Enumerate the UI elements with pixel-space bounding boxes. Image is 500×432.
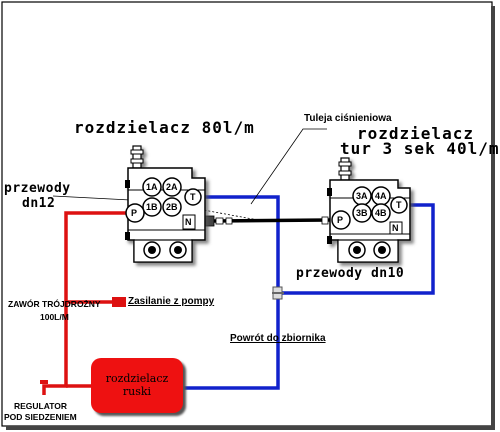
pointer-lines [52,128,327,221]
pressure-line [42,211,128,395]
tuleja-label: Tuleja ciśnieniowa [304,113,392,124]
rozdzielacz-ruski-line1: rozdzielacz [105,372,169,385]
rozdzielacz-ruski-box [91,358,183,413]
port-3a-label: 3A [356,191,368,201]
zasilanie-label: Zasilanie z pompy [128,296,215,307]
port-p-left-label: P [131,208,138,218]
port-4a-label: 4A [375,191,387,201]
port-4b-label: 4B [375,208,387,218]
tee-junction [272,286,284,300]
port-n-right-label: N [392,223,399,233]
three-way-valve [40,380,48,384]
pressure-sleeve-hose [201,215,331,227]
pump-supply-marker [112,297,126,307]
port-p-right-label: P [337,215,344,225]
zawor-label-line1: ZAWÓR TRÓJDROŻNY [8,299,101,309]
regulator-label-line1: REGULATOR [14,401,68,411]
port-t-left-label: T [190,192,196,202]
port-1a-label: 1A [146,182,158,192]
przewody-dn12-label-line2: dn12 [22,196,56,211]
port-3b-label: 3B [356,208,368,218]
port-n-left-label: N [185,217,192,227]
right-valve [327,157,411,263]
przewody-dn12-label-line1: przewody [4,181,71,196]
right-valve-title-line2: tur 3 sek 40l/m [340,139,500,158]
left-valve-title: rozdzielacz 80l/m [74,118,255,137]
left-valve [125,145,206,263]
powrot-label: Powrót do zbiornika [230,333,326,344]
regulator-label-line2: POD SIEDZENIEM [4,412,77,422]
port-2b-label: 2B [166,202,178,212]
rozdzielacz-ruski-label: rozdzielacz ruski [91,372,183,398]
port-t-right-label: T [396,200,402,210]
zawor-label-line2: 100L/M [40,312,69,322]
port-2a-label: 2A [166,182,178,192]
port-1b-label: 1B [146,202,158,212]
right-valve-title-line1: rozdzielacz [357,124,474,143]
przewody-dn10-label: przewody dn10 [296,266,405,281]
rozdzielacz-ruski-line2: ruski [122,385,152,398]
